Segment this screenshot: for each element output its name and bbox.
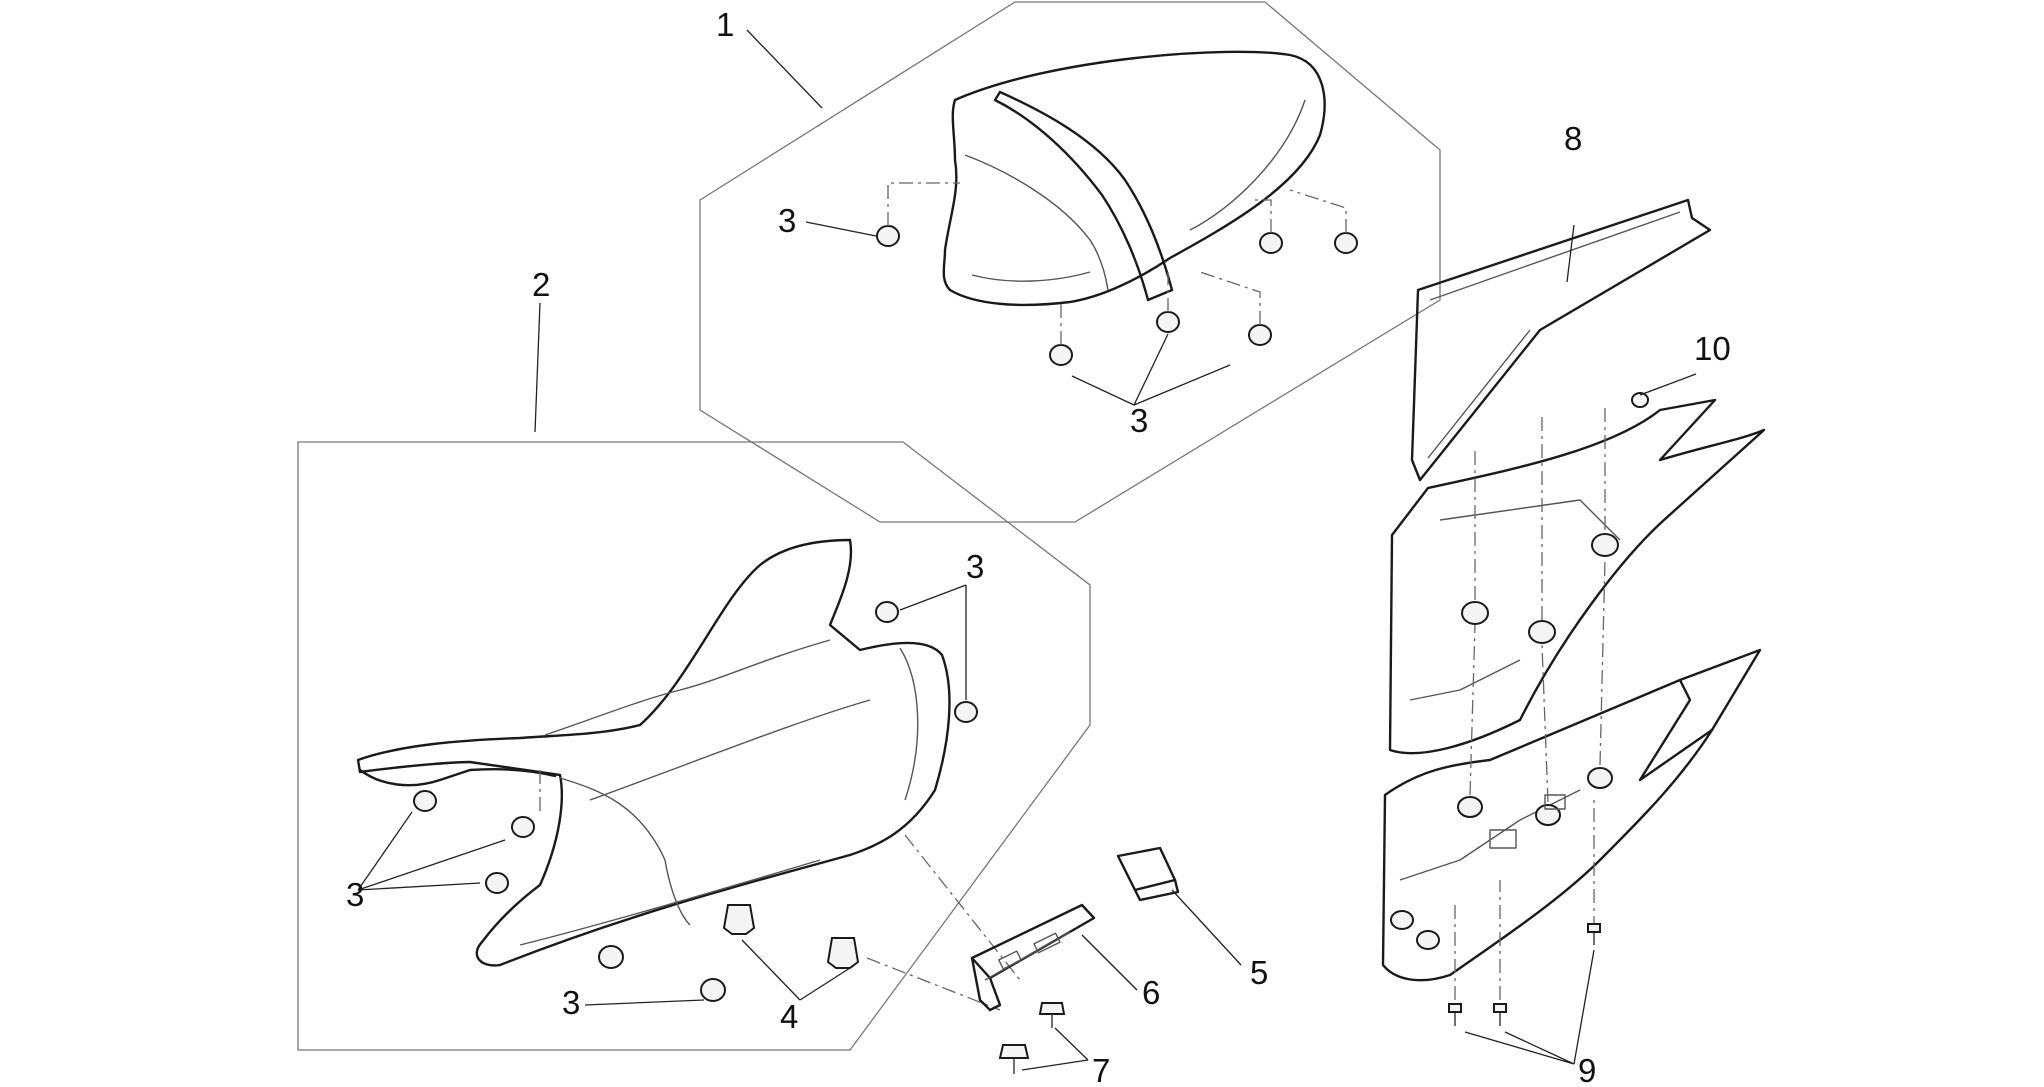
callout-2: 2: [532, 266, 550, 303]
callout-1: 1: [716, 6, 734, 43]
upper-undertray: [1388, 392, 1766, 755]
callout-4: 4: [780, 998, 798, 1035]
callout-3: 3: [1130, 402, 1148, 439]
callout-6: 6: [1142, 974, 1160, 1011]
passenger-seat-dash-lines: [887, 182, 1347, 345]
bracket-part: [970, 903, 1096, 1012]
callout-3: 3: [562, 984, 580, 1021]
grommet: [1259, 232, 1283, 254]
callout-3: 3: [966, 548, 984, 585]
passenger-seat-group-frame: [699, 1, 1441, 523]
grommet: [1156, 311, 1180, 333]
callout-10: 10: [1694, 330, 1731, 367]
rider-seat: [356, 538, 951, 967]
callout-8: 8: [1564, 120, 1582, 157]
grommet: [598, 945, 624, 969]
grommet: [700, 978, 726, 1002]
grommet: [875, 601, 899, 623]
grommet: [876, 225, 900, 247]
grommet: [511, 816, 535, 838]
grommet: [413, 790, 437, 812]
lower-undertray: [1381, 648, 1762, 982]
callout-9: 9: [1578, 1052, 1596, 1087]
leader-lines: [357, 29, 1697, 1071]
passenger-seat-grommets: [876, 225, 1358, 366]
grommet: [1248, 324, 1272, 346]
rider-seat-dash-lines: [539, 770, 1021, 1011]
grommet: [1049, 344, 1073, 366]
grommet: [954, 701, 978, 723]
pin: [722, 904, 756, 935]
grommet: [1334, 232, 1358, 254]
rider-seat-group-frame: [297, 441, 1091, 1051]
callout-3: 3: [778, 202, 796, 239]
screw: [1587, 923, 1601, 933]
rider-seat-grommets: [413, 601, 978, 1002]
callout-7: 7: [1092, 1052, 1110, 1087]
callout-labels: 1 2 3 3 3 3 3 4 5 6 7 8 9 10: [346, 6, 1731, 1087]
screws: [998, 1002, 1066, 1074]
tail-dash-lines: [1454, 405, 1606, 1000]
screw: [1038, 1002, 1066, 1015]
screw: [1493, 1003, 1507, 1013]
tail-cover-part: [1410, 198, 1712, 482]
screw: [998, 1044, 1030, 1059]
pin: [826, 937, 860, 969]
callout-5: 5: [1250, 954, 1268, 991]
tail-screws: [1448, 923, 1601, 1026]
pad-part: [1116, 846, 1180, 902]
grommet: [485, 872, 509, 894]
passenger-seat: [942, 50, 1326, 307]
screw: [1448, 1003, 1462, 1013]
callout-3: 3: [346, 876, 364, 913]
